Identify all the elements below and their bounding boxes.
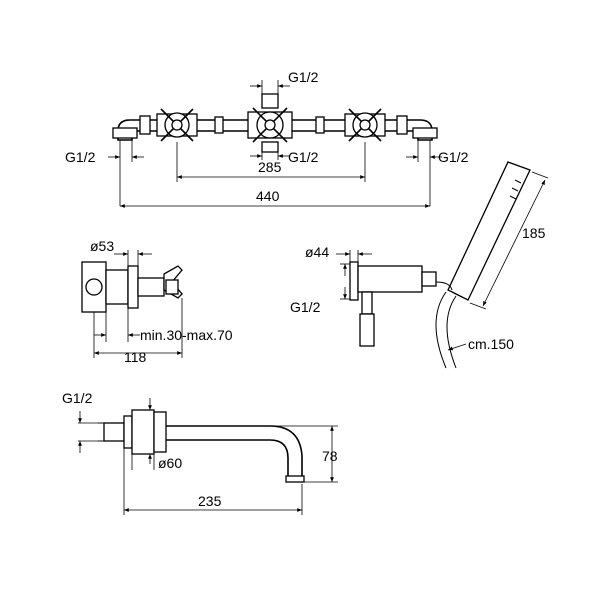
dim-185-label: 185 <box>522 225 546 241</box>
hand-g-label: G1/2 <box>290 299 321 315</box>
spout-side-view: G1/2 ø60 78 235 <box>62 390 338 515</box>
shower-holder-and-hose: ø44 G1/2 cm.150 <box>290 244 514 369</box>
top-right-g-label: G1/2 <box>438 149 469 165</box>
hand-d44-label: ø44 <box>305 244 329 260</box>
side-minmax-label: min.30-max.70 <box>140 327 233 343</box>
spout-235-label: 235 <box>198 493 222 509</box>
side-118-label: 118 <box>124 349 147 365</box>
left-cross-handle <box>156 108 198 142</box>
top-left-g-label: G1/2 <box>65 149 96 165</box>
side-d53-label: ø53 <box>90 238 114 254</box>
spout-g-label: G1/2 <box>62 390 93 406</box>
hand-shower: 185 <box>447 161 549 310</box>
dim-285-label: 285 <box>258 159 282 175</box>
side-view-valve: ø53 min.30-max.70 118 <box>81 238 233 365</box>
top-view-valve-assembly: G1/2 G1/2 G1/2 G1/2 285 440 <box>65 69 469 208</box>
top-center-g-below-label: G1/2 <box>288 149 319 165</box>
spout-d60-label: ø60 <box>158 455 182 471</box>
right-cross-handle <box>344 108 386 142</box>
hose-length-label: cm.150 <box>468 336 514 352</box>
spout-78-label: 78 <box>322 448 338 464</box>
center-cross-handle <box>247 93 293 153</box>
top-center-g-label: G1/2 <box>288 69 319 85</box>
dim-440-label: 440 <box>256 188 280 204</box>
